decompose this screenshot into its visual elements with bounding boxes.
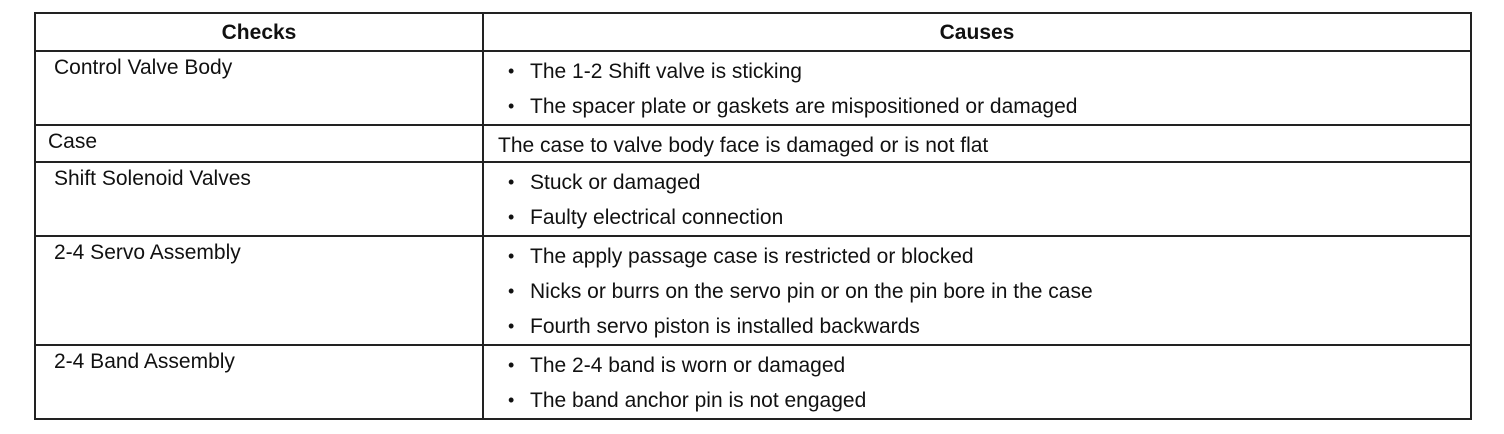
check-cell: Case [34, 124, 484, 163]
header-causes: Causes [482, 12, 1472, 52]
cause-cell: Stuck or damaged Faulty electrical conne… [482, 161, 1472, 237]
check-cell: Shift Solenoid Valves [34, 161, 484, 237]
cause-item: The spacer plate or gaskets are misposit… [508, 89, 1470, 124]
cause-item: Stuck or damaged [508, 165, 1470, 200]
check-cell: Control Valve Body [34, 50, 484, 126]
cause-list: The apply passage case is restricted or … [496, 239, 1470, 344]
cause-list: Stuck or damaged Faulty electrical conne… [496, 165, 1470, 235]
cause-item: The apply passage case is restricted or … [508, 239, 1470, 274]
table-row: 2-4 Band Assembly The 2-4 band is worn o… [34, 344, 1472, 420]
cause-item: The band anchor pin is not engaged [508, 383, 1470, 418]
table-row: Shift Solenoid Valves Stuck or damaged F… [34, 161, 1472, 237]
table-row: 2-4 Servo Assembly The apply passage cas… [34, 235, 1472, 346]
cause-cell: The apply passage case is restricted or … [482, 235, 1472, 346]
cause-item: Nicks or burrs on the servo pin or on th… [508, 274, 1470, 309]
cause-text: The case to valve body face is damaged o… [498, 134, 989, 157]
header-checks: Checks [34, 12, 484, 52]
cause-cell: The 2-4 band is worn or damaged The band… [482, 344, 1472, 420]
table-row: Case The case to valve body face is dama… [34, 124, 1472, 163]
cause-list: The 1-2 Shift valve is sticking The spac… [496, 54, 1470, 124]
checks-causes-table: Checks Causes Control Valve Body The 1-2… [34, 12, 1472, 420]
cause-item: The 1-2 Shift valve is sticking [508, 54, 1470, 89]
header-row: Checks Causes [34, 12, 1472, 52]
cause-item: Fourth servo piston is installed backwar… [508, 309, 1470, 344]
cause-item: The 2-4 band is worn or damaged [508, 348, 1470, 383]
cause-cell: The case to valve body face is damaged o… [482, 124, 1472, 163]
cause-item: Faulty electrical connection [508, 200, 1470, 235]
cause-list: The 2-4 band is worn or damaged The band… [496, 348, 1470, 418]
table-row: Control Valve Body The 1-2 Shift valve i… [34, 50, 1472, 126]
cause-cell: The 1-2 Shift valve is sticking The spac… [482, 50, 1472, 126]
check-cell: 2-4 Band Assembly [34, 344, 484, 420]
check-cell: 2-4 Servo Assembly [34, 235, 484, 346]
